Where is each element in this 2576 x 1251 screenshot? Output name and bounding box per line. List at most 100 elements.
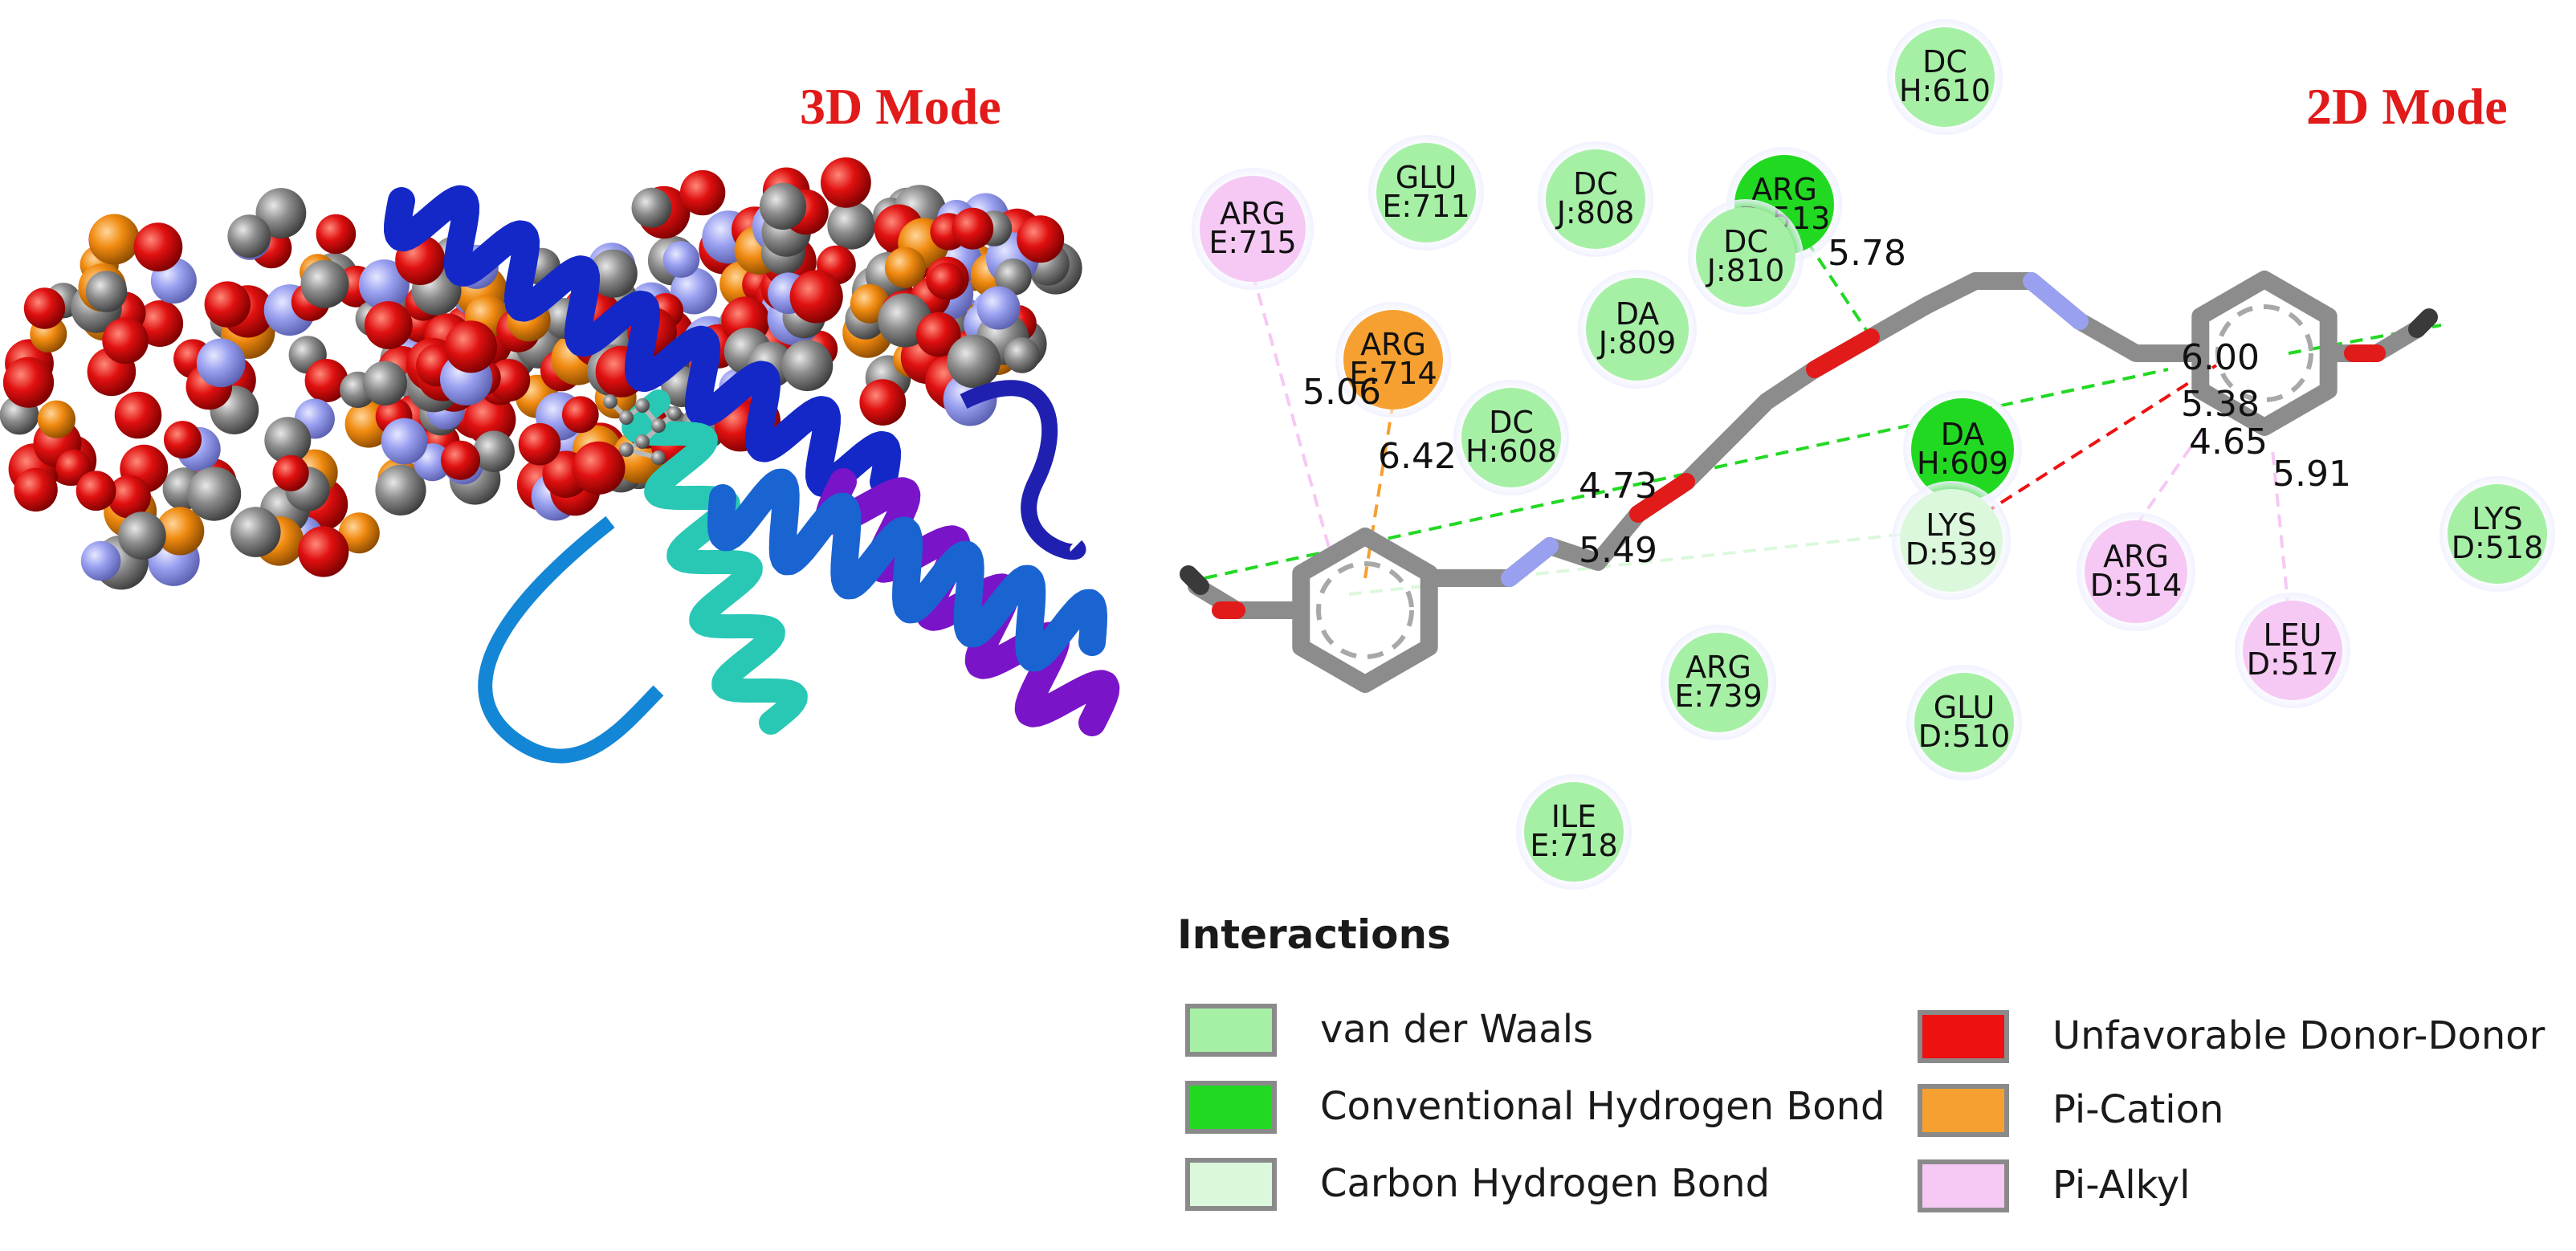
aromatic-ring-dash [1316, 561, 1414, 659]
title-2d-mode: 2D Mode [2306, 78, 2508, 135]
residue-id: E:739 [1674, 678, 1762, 714]
hydroxyl-hydrogen [2408, 308, 2438, 338]
residue-disc [1914, 673, 2014, 772]
residue-disc [2243, 601, 2342, 700]
interaction-line [1348, 528, 1944, 596]
residue-dc-h608: DCH:608 [1453, 380, 1569, 495]
legend-label: van der Waals [1320, 1007, 1594, 1052]
ligand-ring-right [2191, 271, 2338, 436]
distance-label: 5.91 [2272, 454, 2351, 495]
legend-swatch [1185, 1081, 1277, 1134]
residue-id: E:718 [1530, 828, 1617, 863]
legend-swatch [1918, 1159, 2009, 1212]
residue-da-j809: DAJ:809 [1578, 270, 1697, 389]
residue-id: H:610 [1899, 73, 1991, 108]
distance-label: 4.65 [2189, 422, 2268, 463]
interaction-line [1982, 364, 2218, 515]
residue-disc [1911, 398, 2014, 501]
residue-discs: DCH:610ARGE:715GLUE:711DCJ:808ARGD:513DC… [1192, 19, 2555, 890]
residue-disc [1343, 310, 1443, 410]
residue-disc [1524, 782, 1624, 882]
legend-swatch [1918, 1010, 2009, 1063]
residue-disc [1895, 27, 1995, 127]
residue-id: H:609 [1917, 446, 2008, 481]
residue-disc [1696, 207, 1795, 307]
residue-name: DA [1941, 417, 1985, 452]
interaction-line [2271, 449, 2290, 611]
residue-name: LYS [1926, 507, 1976, 543]
interaction-line [1251, 272, 1335, 563]
distance-label: 5.78 [1828, 233, 1906, 274]
heteroatom-bond [1501, 537, 1559, 587]
legend-label: Unfavorable Donor-Donor [2052, 1013, 2545, 1058]
residue-name: ARG [1360, 327, 1426, 362]
legend-heading: Interactions [1177, 911, 1451, 958]
residue-id: J:808 [1555, 195, 1635, 230]
residue-name: DC [1723, 224, 1768, 259]
heteroatom-bond [2023, 272, 2089, 330]
ligand-2d-structure [1180, 271, 2438, 693]
residue-name: ARG [1220, 196, 1286, 231]
residue-id: E:711 [1382, 189, 1469, 224]
residue-name: ARG [1685, 650, 1751, 685]
legend-label: Pi-Alkyl [2052, 1163, 2191, 1208]
residue-da-h609: DAH:609 [1903, 390, 2022, 509]
distance-label: 6.42 [1378, 436, 1457, 477]
protein-ribbon-model [384, 185, 1120, 764]
residue-name: DC [1573, 166, 1618, 202]
residue-disc [2448, 484, 2547, 584]
residue-disc [1546, 149, 1645, 249]
residue-disc [1586, 278, 1689, 381]
residue-disc [1376, 143, 1476, 242]
interaction-line [2134, 432, 2202, 528]
residue-disc [1461, 388, 1561, 487]
residue-name: ARG [2103, 539, 2169, 574]
residue-id: D:518 [2452, 530, 2544, 565]
dna-space-filling-model [0, 157, 1082, 590]
legend-label: Pi-Cation [2052, 1087, 2224, 1132]
residue-id: D:517 [2247, 646, 2339, 682]
residue-disc [1669, 633, 1768, 732]
residue-dc-j808: DCJ:808 [1538, 141, 1653, 257]
residue-disc [1200, 176, 1306, 282]
distance-label: 4.73 [1579, 466, 1657, 507]
distance-label: 5.49 [1579, 530, 1657, 571]
residue-id: E:715 [1209, 225, 1296, 260]
legend-swatch [1185, 1158, 1277, 1211]
distance-label: 5.38 [2181, 384, 2260, 425]
residue-name: DC [1489, 405, 1534, 440]
residue-id: D:514 [2090, 568, 2183, 603]
residue-id: D:510 [1918, 719, 2011, 754]
legend-swatch [1918, 1084, 2009, 1137]
distance-label: 5.06 [1302, 372, 1381, 413]
residue-id: J:810 [1706, 253, 1785, 288]
residue-name: GLU [1934, 690, 1995, 725]
heteroatom-bond [1629, 473, 1695, 523]
aromatic-ring-dash [2215, 304, 2313, 402]
residue-id: H:608 [1465, 434, 1557, 469]
residue-dc-h610: DCH:610 [1887, 19, 2003, 135]
residue-disc [1900, 489, 2003, 592]
residue-disc [2085, 520, 2187, 623]
legend-label: Conventional Hydrogen Bond [1320, 1084, 1885, 1129]
residue-id: D:539 [1906, 536, 1998, 572]
distance-label: 6.00 [2181, 337, 2260, 378]
residue-name: DA [1616, 296, 1660, 332]
residue-id: E:714 [1349, 356, 1437, 391]
residue-id: J:809 [1597, 325, 1677, 361]
legend-swatch [1185, 1004, 1277, 1057]
residue-name: ILE [1551, 799, 1596, 834]
ligand-ball-and-stick [603, 394, 682, 465]
residue-name: DC [1922, 44, 1967, 79]
legend-label: Carbon Hydrogen Bond [1320, 1161, 1771, 1206]
